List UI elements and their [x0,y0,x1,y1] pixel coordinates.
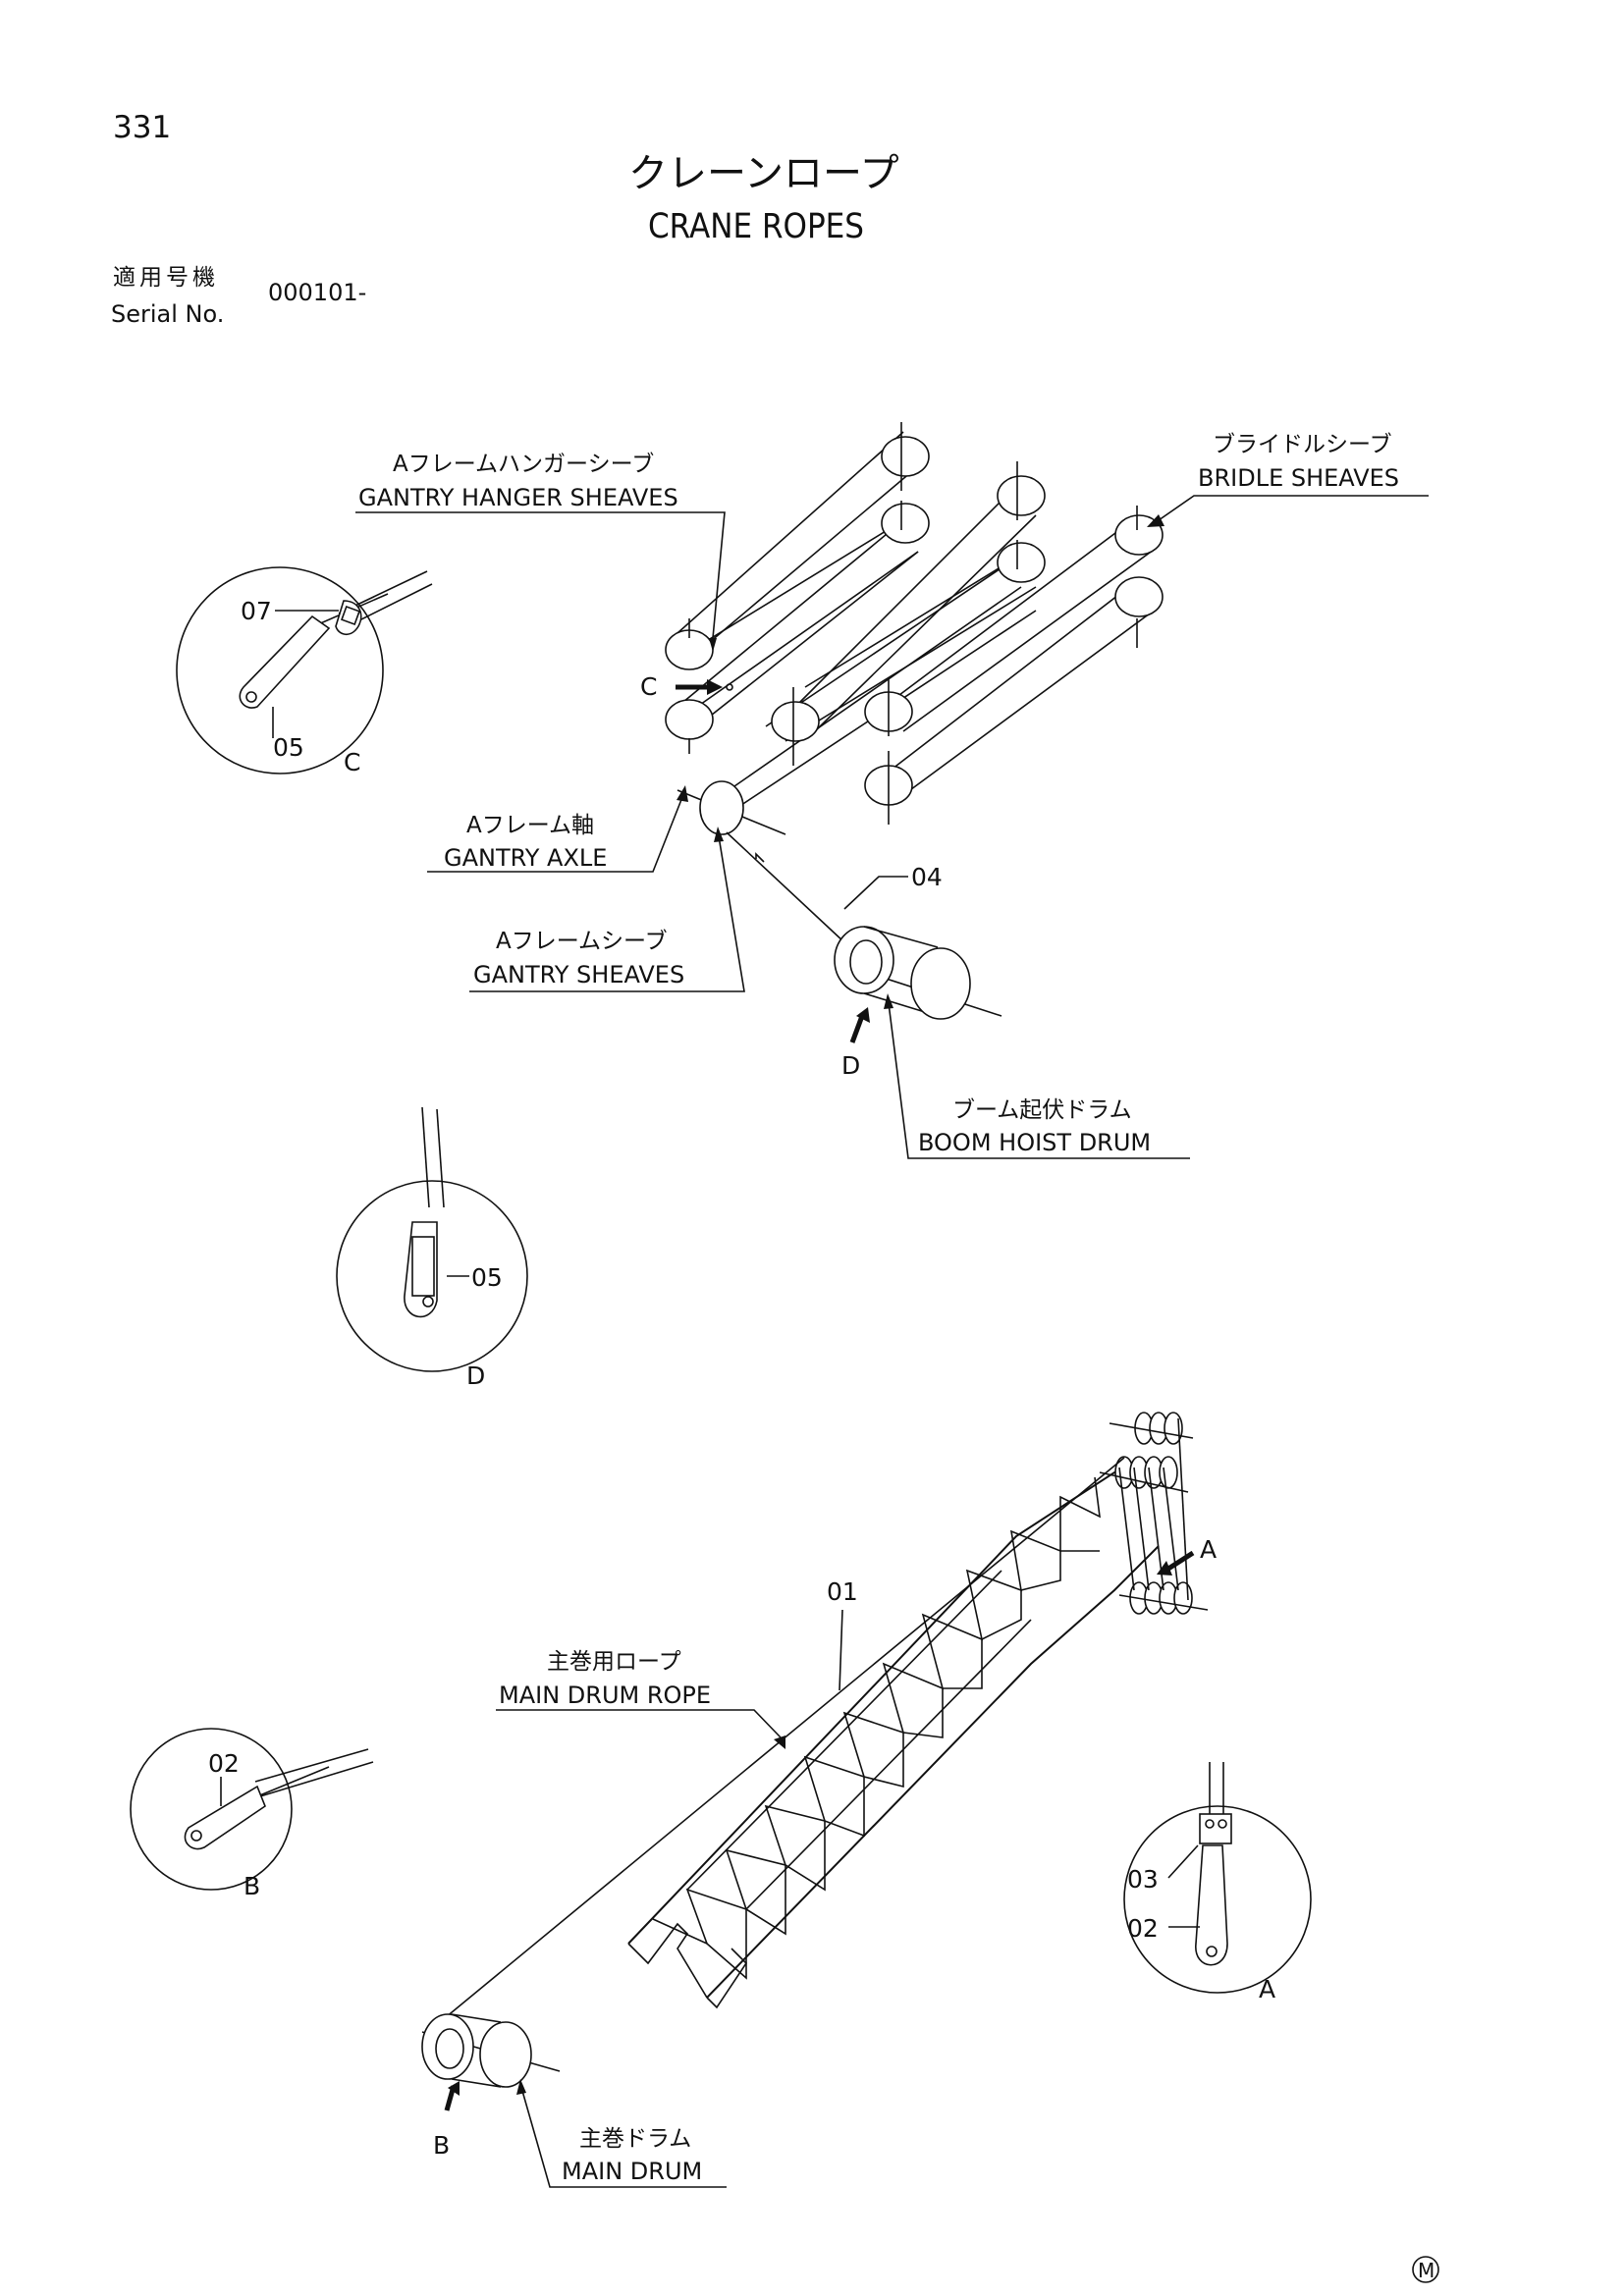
detail-b-label: B [244,1872,260,1900]
callout-main-drum: 主巻ドラム MAIN DRUM [516,2079,727,2188]
detail-d-label: D [466,1362,485,1390]
main-drum [421,2013,561,2088]
svg-text:04: 04 [911,863,943,891]
detail-view-c: 07 05 C [176,566,433,776]
detail-c-label: C [344,748,360,776]
svg-text:MAIN DRUM: MAIN DRUM [562,2158,702,2185]
callout-gantry-sheaves: Aフレームシーブ GANTRY SHEAVES [469,827,745,992]
view-arrow-a [1166,1550,1195,1572]
detail-a-label: A [1259,1975,1275,2003]
svg-text:GANTRY AXLE: GANTRY AXLE [444,844,607,872]
callout-gantry-hanger-sheaves: Aフレームハンガーシーブ GANTRY HANGER SHEAVES [355,452,726,652]
svg-text:BOOM HOIST DRUM: BOOM HOIST DRUM [918,1129,1151,1156]
svg-text:03: 03 [1127,1865,1159,1894]
svg-text:Aフレーム軸: Aフレーム軸 [466,813,594,838]
sheave-assembly [665,422,1164,1020]
view-arrow-d [849,1015,865,1043]
svg-text:01: 01 [827,1577,858,1606]
callout-gantry-axle: Aフレーム軸 GANTRY AXLE [427,785,688,873]
view-arrow-c-label: C [640,672,657,701]
svg-text:BRIDLE SHEAVES: BRIDLE SHEAVES [1198,464,1399,492]
serial-value: 000101- [268,279,366,306]
callout-main-drum-rope: 主巻用ロープ MAIN DRUM ROPE [496,1649,785,1749]
svg-text:02: 02 [1127,1914,1159,1943]
title-japanese: クレーンロープ [628,151,899,196]
svg-text:Aフレームシーブ: Aフレームシーブ [496,929,668,954]
view-arrow-a-label: A [1200,1535,1217,1564]
svg-text:07: 07 [241,597,272,625]
svg-text:02: 02 [208,1749,240,1778]
callout-boom-hoist-drum: ブーム起伏ドラム BOOM HOIST DRUM [884,993,1190,1159]
svg-text:05: 05 [471,1263,503,1292]
svg-text:Aフレームハンガーシーブ: Aフレームハンガーシーブ [393,452,654,477]
view-arrow-d-label: D [841,1051,860,1080]
detail-view-d: 05 D [336,1106,528,1390]
svg-text:05: 05 [273,733,304,762]
view-arrow-b-label: B [433,2131,450,2160]
callout-part-01: 01 [827,1577,858,1691]
title-english: CRANE ROPES [648,207,864,246]
serial-label-en: Serial No. [111,300,224,328]
svg-text:ブーム起伏ドラム: ブーム起伏ドラム [952,1097,1132,1123]
detail-view-b: 02 B [130,1728,374,1900]
boom-lattice [439,1412,1209,2023]
svg-text:主巻用ロープ: 主巻用ロープ [547,1649,681,1675]
page-number: 331 [113,110,171,145]
svg-text:M: M [1418,2259,1435,2282]
callout-part-04: 04 [843,863,943,910]
detail-view-a: 03 02 A [1123,1762,1312,2003]
serial-label-jp: 適用号機 [113,265,219,291]
svg-text:MAIN DRUM ROPE: MAIN DRUM ROPE [499,1682,711,1709]
svg-text:ブライドルシーブ: ブライドルシーブ [1213,432,1392,457]
footer-mark: M [1412,2256,1439,2283]
svg-text:主巻ドラム: 主巻ドラム [579,2126,691,2152]
svg-text:GANTRY HANGER SHEAVES: GANTRY HANGER SHEAVES [358,484,678,511]
svg-text:GANTRY SHEAVES: GANTRY SHEAVES [473,961,684,988]
callout-bridle-sheaves: ブライドルシーブ BRIDLE SHEAVES [1147,432,1429,527]
